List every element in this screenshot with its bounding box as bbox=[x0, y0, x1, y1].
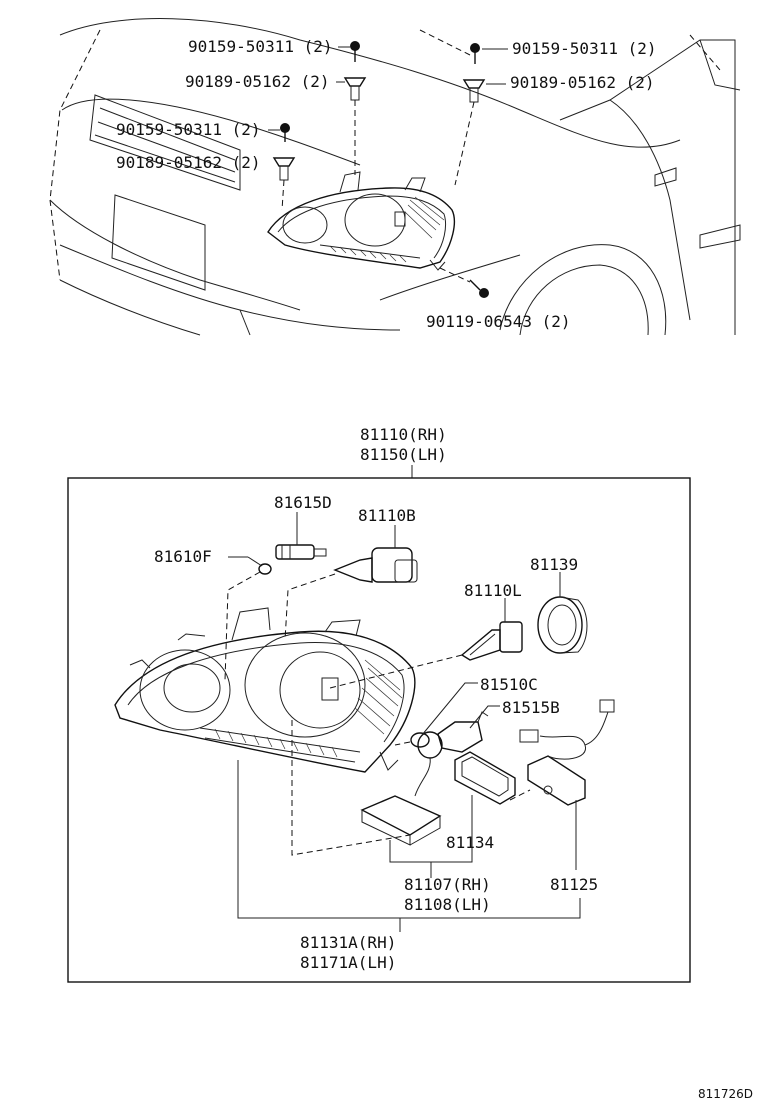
label-81515B: 81515B bbox=[502, 698, 560, 717]
label-81134: 81134 bbox=[446, 833, 494, 852]
label-81615D: 81615D bbox=[274, 493, 332, 512]
label-81110B: 81110B bbox=[358, 506, 416, 525]
assembly-leaders bbox=[228, 512, 581, 932]
callout-bolt-lower: 90119-06543 (2) bbox=[426, 312, 571, 331]
assembly-header: 81110(RH) 81150(LH) bbox=[360, 425, 447, 478]
assembly-frame bbox=[67, 477, 691, 983]
clip-nut-icon bbox=[272, 77, 486, 181]
label-81107-rh: 81107(RH) bbox=[404, 875, 491, 894]
cap-81139-icon bbox=[537, 596, 588, 654]
bulb-81610F-icon bbox=[258, 563, 272, 575]
assembly-leader-lines bbox=[224, 571, 531, 856]
top-callouts: 90159-50311 (2) 90189-05162 (2) 90159-50… bbox=[116, 37, 657, 331]
bulb-81510C-icon bbox=[410, 732, 430, 748]
label-81610F: 81610F bbox=[154, 547, 212, 566]
bulb-81615D-icon bbox=[275, 544, 327, 560]
harness-81125-icon bbox=[519, 699, 615, 806]
label-81131A-rh: 81131A(RH) bbox=[300, 933, 396, 952]
assembly-number-lh: 81150(LH) bbox=[360, 445, 447, 464]
label-81171A-lh: 81171A(LH) bbox=[300, 953, 396, 972]
headlamp-small bbox=[267, 171, 456, 271]
callout-clip-right: 90189-05162 (2) bbox=[510, 73, 655, 92]
assembly-labels: 81615D 81110B 81610F 81139 81110L 81510C… bbox=[154, 493, 598, 972]
label-81139: 81139 bbox=[530, 555, 578, 574]
bulb-81110B-icon bbox=[333, 547, 418, 583]
vehicle-front-view bbox=[49, 18, 741, 336]
label-81510C: 81510C bbox=[480, 675, 538, 694]
callout-clip-left-lower: 90189-05162 (2) bbox=[116, 153, 261, 172]
ballast-81107-icon bbox=[360, 731, 443, 846]
label-81110L: 81110L bbox=[464, 581, 522, 600]
screw-icon bbox=[280, 41, 489, 298]
callout-screw-right: 90159-50311 (2) bbox=[512, 39, 657, 58]
diagram-code: 811726D bbox=[698, 1087, 753, 1101]
label-81125: 81125 bbox=[550, 875, 598, 894]
socket-81515B-icon bbox=[437, 711, 489, 753]
bulb-81110L-icon bbox=[460, 621, 523, 661]
callout-clip-left-upper: 90189-05162 (2) bbox=[185, 72, 330, 91]
label-81108-lh: 81108(LH) bbox=[404, 895, 491, 914]
gasket-81134-icon bbox=[454, 751, 516, 805]
headlamp-large bbox=[114, 607, 416, 773]
callout-screw-left-lower: 90159-50311 (2) bbox=[116, 120, 261, 139]
callout-screw-left-upper: 90159-50311 (2) bbox=[188, 37, 333, 56]
assembly-number-rh: 81110(RH) bbox=[360, 425, 447, 444]
